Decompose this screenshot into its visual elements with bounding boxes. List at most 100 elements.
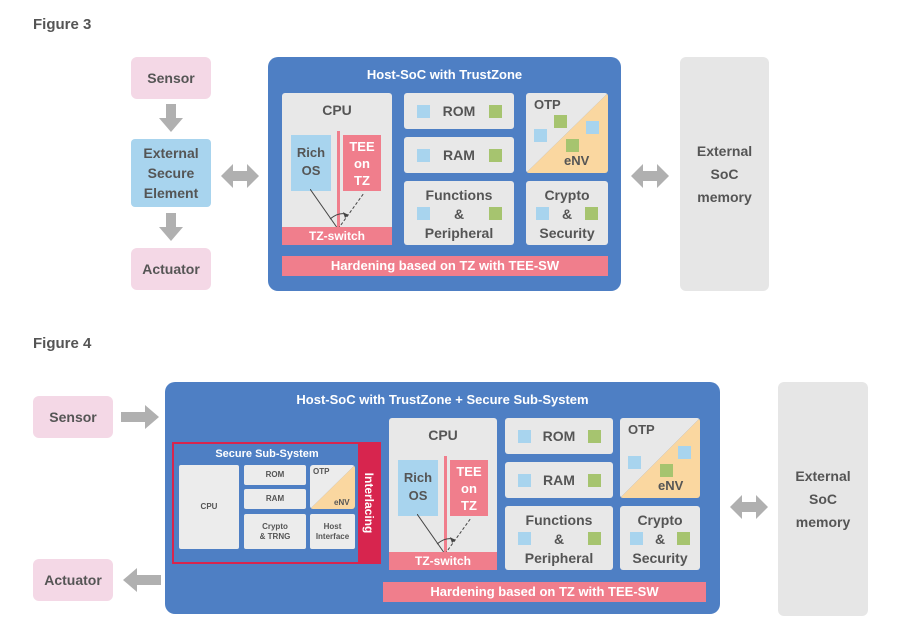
ram-label: RAM <box>443 147 475 163</box>
green-square <box>588 532 601 545</box>
right-arrow-icon <box>121 405 159 429</box>
otp-background <box>526 93 608 173</box>
rich-os-box: Rich OS <box>291 135 331 191</box>
blue-square <box>518 532 531 545</box>
blue-square <box>678 446 691 459</box>
sub-rom-panel: ROM <box>244 465 306 485</box>
blue-square <box>536 207 549 220</box>
functions-label: Functions & Peripheral <box>524 512 594 566</box>
sensor-label: Sensor <box>147 70 195 86</box>
green-square <box>489 207 502 220</box>
sub-cpu-panel: CPU <box>179 465 239 549</box>
sub-otp-label: OTP <box>313 467 330 476</box>
bidirectional-arrow-icon <box>730 495 768 519</box>
sub-ram-panel: RAM <box>244 489 306 509</box>
green-square <box>554 115 567 128</box>
figure-3-label: Figure 3 <box>33 16 92 33</box>
sub-host-interface-panel: Host Interface <box>310 514 355 549</box>
blue-square <box>534 129 547 142</box>
otp-panel: OTP eNV <box>526 93 608 173</box>
otp-label: OTP <box>534 97 561 112</box>
rom-panel: ROM <box>505 418 613 454</box>
host-soc-title: Host-SoC with TrustZone <box>366 67 523 82</box>
tz-divider <box>444 456 447 554</box>
host-soc-title: Host-SoC with TrustZone + Secure Sub-Sys… <box>296 392 589 407</box>
tz-switch-bar: TZ-switch <box>282 227 392 245</box>
bidirectional-arrow-icon <box>221 164 259 188</box>
env-label: eNV <box>564 153 590 168</box>
functions-panel: Functions & Peripheral <box>404 181 514 245</box>
green-square <box>677 532 690 545</box>
blue-square <box>628 456 641 469</box>
hardening-bar: Hardening based on TZ with TEE-SW <box>282 256 608 276</box>
tee-box: TEE on TZ <box>450 460 488 516</box>
blue-square <box>417 207 430 220</box>
sensor-box: Sensor <box>33 396 113 438</box>
sub-otp-background <box>310 465 355 509</box>
tee-box: TEE on TZ <box>343 135 381 191</box>
blue-square <box>518 474 531 487</box>
crypto-label: Crypto & Security <box>632 512 688 566</box>
sensor-box: Sensor <box>131 57 211 99</box>
green-square <box>566 139 579 152</box>
host-soc-container: Host-SoC with TrustZone + Secure Sub-Sys… <box>165 382 720 614</box>
env-label: eNV <box>658 478 684 493</box>
crypto-panel: Crypto & Security <box>620 506 700 570</box>
left-arrow-icon <box>123 568 161 592</box>
tz-switch-bar: TZ-switch <box>389 552 497 570</box>
secure-subsystem: Secure Sub-System CPU ROM RAM OTP eNV Cr… <box>172 442 381 564</box>
functions-panel: Functions & Peripheral <box>505 506 613 570</box>
green-square <box>660 464 673 477</box>
figure-4-label: Figure 4 <box>33 335 92 352</box>
cpu-panel: CPU Rich OS TEE on TZ TZ-switch <box>389 418 497 570</box>
rich-os-box: Rich OS <box>398 460 438 516</box>
hardening-bar: Hardening based on TZ with TEE-SW <box>383 582 706 602</box>
actuator-label: Actuator <box>142 261 200 277</box>
ram-panel: RAM <box>505 462 613 498</box>
sub-cpu-label: CPU <box>200 502 218 511</box>
sub-crypto-panel: Crypto & TRNG <box>244 514 306 549</box>
green-square <box>489 149 502 162</box>
switch-icon <box>310 189 365 230</box>
blue-square <box>586 121 599 134</box>
green-square <box>585 207 598 220</box>
external-secure-element-box: External Secure Element <box>131 139 211 207</box>
blue-square <box>630 532 643 545</box>
sub-rom-label: ROM <box>265 470 285 479</box>
tz-divider <box>337 131 340 229</box>
otp-label: OTP <box>628 422 655 437</box>
crypto-panel: Crypto & Security <box>526 181 608 245</box>
bidirectional-arrow-icon <box>631 164 669 188</box>
sub-ram-label: RAM <box>265 494 285 503</box>
cpu-label: CPU <box>322 102 352 118</box>
subsystem-title: Secure Sub-System <box>215 448 319 460</box>
host-soc-container: Host-SoC with TrustZone CPU Rich OS TEE … <box>268 57 621 291</box>
blue-square <box>518 430 531 443</box>
actuator-label: Actuator <box>44 572 102 588</box>
interlacing-label: Interlacing <box>362 472 376 534</box>
ram-label: RAM <box>543 472 575 488</box>
down-arrow-icon <box>159 104 183 132</box>
green-square <box>489 105 502 118</box>
rom-label: ROM <box>542 428 576 444</box>
cpu-label: CPU <box>428 427 458 443</box>
switch-icon <box>417 514 472 555</box>
sub-env-label: eNV <box>334 498 350 507</box>
cpu-panel: CPU Rich OS TEE on TZ TZ-switch <box>282 93 392 245</box>
green-square <box>588 474 601 487</box>
sensor-label: Sensor <box>49 409 97 425</box>
green-square <box>588 430 601 443</box>
interlacing-bar: Interlacing <box>358 444 379 562</box>
functions-label: Functions & Peripheral <box>424 187 494 241</box>
otp-panel: OTP eNV <box>620 418 700 498</box>
rom-label: ROM <box>442 103 476 119</box>
otp-background <box>620 418 700 498</box>
blue-square <box>417 149 430 162</box>
external-soc-memory-box: External SoC memory <box>778 382 868 616</box>
blue-square <box>417 105 430 118</box>
actuator-box: Actuator <box>131 248 211 290</box>
crypto-label: Crypto & Security <box>539 187 595 241</box>
sub-otp-panel: OTP eNV <box>310 465 355 509</box>
external-soc-memory-box: External SoC memory <box>680 57 769 291</box>
actuator-box: Actuator <box>33 559 113 601</box>
